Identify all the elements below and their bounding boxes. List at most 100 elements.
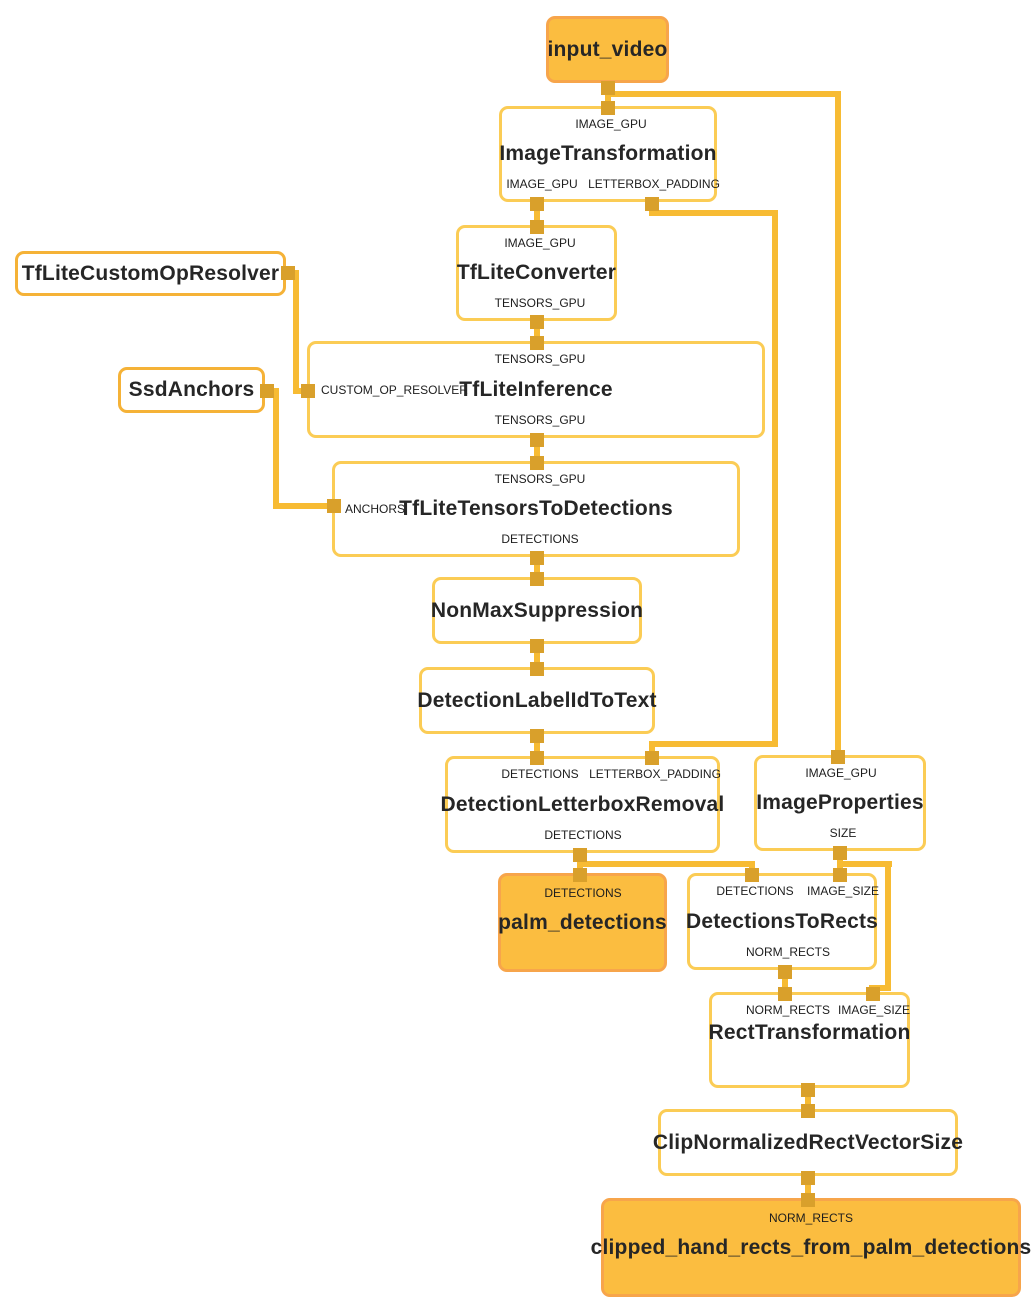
input-port-label: DETECTIONS bbox=[716, 884, 794, 898]
port-nms-in bbox=[530, 572, 544, 586]
node-detections-to-rects[interactable]: DETECTIONS IMAGE_SIZE DetectionsToRects … bbox=[685, 873, 880, 970]
node-ssd-anchors[interactable]: SsdAnchors bbox=[118, 367, 265, 413]
port-image-transformation-out-letterbox-padding bbox=[645, 197, 659, 211]
node-palm-detections[interactable]: DETECTIONS palm_detections bbox=[498, 873, 667, 972]
port-tensors-to-detections-in-anchors bbox=[327, 499, 341, 513]
port-tflite-inference-in-resolver bbox=[301, 384, 315, 398]
node-title: RectTransformation bbox=[708, 1020, 911, 1044]
edge-ssd-anchors-v bbox=[273, 388, 279, 509]
node-tflite-converter[interactable]: IMAGE_GPU TfLiteConverter TENSORS_GPU bbox=[456, 225, 617, 321]
port-image-transformation-out-image-gpu bbox=[530, 197, 544, 211]
edge-detections-to-rects-to-rect-transformation bbox=[782, 970, 788, 996]
port-tflite-converter-out bbox=[530, 315, 544, 329]
port-letterbox-removal-in-letterbox-padding bbox=[645, 751, 659, 765]
port-detections-to-rects-out bbox=[778, 965, 792, 979]
input-port-label: IMAGE_GPU bbox=[504, 236, 576, 250]
port-tflite-inference-out bbox=[530, 433, 544, 447]
edge-tflite-converter-to-tflite-inference bbox=[534, 321, 540, 345]
node-clipped-hand-rects-from-palm-detections[interactable]: NORM_RECTS clipped_hand_rects_from_palm_… bbox=[591, 1198, 1031, 1297]
input-port-label: ANCHORS bbox=[345, 502, 406, 516]
port-tensors-to-detections-in-tensors bbox=[530, 456, 544, 470]
port-clipped-hand-rects-in bbox=[801, 1193, 815, 1207]
node-tflite-inference[interactable]: TENSORS_GPU CUSTOM_OP_RESOLVER TfLiteInf… bbox=[307, 341, 765, 438]
port-tflite-converter-in bbox=[530, 220, 544, 234]
input-port-label: IMAGE_SIZE bbox=[837, 1003, 911, 1017]
node-title: input_video bbox=[547, 37, 668, 61]
node-title: palm_detections bbox=[498, 910, 667, 934]
input-port-label: NORM_RECTS bbox=[768, 1211, 854, 1225]
port-label-id-to-text-in bbox=[530, 662, 544, 676]
node-image-transformation[interactable]: IMAGE_GPU ImageTransformation IMAGE_GPU … bbox=[499, 106, 720, 202]
input-port-label: IMAGE_SIZE bbox=[806, 884, 880, 898]
node-title: ClipNormalizedRectVectorSize bbox=[652, 1130, 964, 1154]
input-port-label: TENSORS_GPU bbox=[494, 352, 586, 366]
port-image-properties-out bbox=[833, 846, 847, 860]
node-title: ImageTransformation bbox=[499, 142, 717, 165]
node-title: NonMaxSuppression bbox=[430, 598, 644, 622]
node-detection-label-id-to-text[interactable]: DetectionLabelIdToText bbox=[417, 667, 657, 734]
edge-size-to-rect-transformation-h bbox=[869, 985, 891, 991]
node-tflite-tensors-to-detections[interactable]: TENSORS_GPU ANCHORS TfLiteTensorsToDetec… bbox=[332, 461, 740, 557]
edge-clip-to-clipped-hand-rects bbox=[805, 1176, 811, 1202]
port-detections-to-rects-in-detections bbox=[745, 868, 759, 882]
port-rect-transformation-out bbox=[801, 1083, 815, 1097]
node-title: ImageProperties bbox=[756, 791, 924, 814]
edge-image-transformation-to-tflite-converter bbox=[534, 203, 540, 229]
input-port-label: DETECTIONS bbox=[501, 767, 579, 781]
node-title: SsdAnchors bbox=[128, 378, 255, 401]
edge-letterbox-padding-v2 bbox=[772, 210, 778, 747]
edge-letterbox-padding-h2 bbox=[649, 741, 778, 747]
output-port-label: TENSORS_GPU bbox=[494, 413, 586, 427]
edge-input-video-to-image-properties-h bbox=[605, 91, 841, 97]
port-custom-op-resolver-out bbox=[281, 266, 295, 280]
edge-label-id-to-text-to-letterbox-removal bbox=[534, 733, 540, 760]
input-port-label: TENSORS_GPU bbox=[494, 472, 586, 486]
edge-rect-transformation-to-clip bbox=[805, 1088, 811, 1113]
edge-letterbox-padding-v3 bbox=[649, 741, 655, 759]
port-label-id-to-text-out bbox=[530, 729, 544, 743]
port-clip-in bbox=[801, 1104, 815, 1118]
node-title: clipped_hand_rects_from_palm_detections bbox=[590, 1235, 1032, 1259]
node-title: DetectionsToRects bbox=[685, 909, 879, 933]
output-port-label: DETECTIONS bbox=[544, 828, 622, 842]
node-rect-transformation[interactable]: NORM_RECTS IMAGE_SIZE RectTransformation bbox=[709, 992, 910, 1088]
edge-detections-fork-h bbox=[577, 861, 755, 867]
output-port-label: LETTERBOX_PADDING bbox=[588, 177, 720, 191]
node-title: TfLiteCustomOpResolver bbox=[21, 261, 280, 285]
port-rect-transformation-in-image-size bbox=[866, 987, 880, 1001]
port-letterbox-removal-out bbox=[573, 848, 587, 862]
node-title: TfLiteTensorsToDetections bbox=[399, 497, 673, 520]
output-port-label: TENSORS_GPU bbox=[494, 296, 586, 310]
input-port-label: LETTERBOX_PADDING bbox=[589, 767, 721, 781]
edge-size-fork-h bbox=[837, 861, 892, 867]
output-port-label: DETECTIONS bbox=[501, 532, 579, 546]
port-rect-transformation-in-norm-rects bbox=[778, 987, 792, 1001]
node-title: DetectionLabelIdToText bbox=[417, 688, 657, 712]
edge-tensors-to-detections-to-nms bbox=[534, 557, 540, 581]
node-non-max-suppression[interactable]: NonMaxSuppression bbox=[430, 577, 644, 644]
port-letterbox-removal-in-detections bbox=[530, 751, 544, 765]
edge-ssd-anchors-h2 bbox=[273, 503, 335, 509]
node-detection-letterbox-removal[interactable]: DETECTIONS LETTERBOX_PADDING DetectionLe… bbox=[441, 756, 724, 853]
node-tflite-custom-op-resolver[interactable]: TfLiteCustomOpResolver bbox=[15, 251, 286, 296]
node-image-properties[interactable]: IMAGE_GPU ImageProperties SIZE bbox=[754, 755, 926, 851]
input-port-label: NORM_RECTS bbox=[745, 1003, 831, 1017]
node-input-video[interactable]: input_video bbox=[546, 16, 669, 83]
input-port-label: CUSTOM_OP_RESOLVER bbox=[321, 382, 468, 397]
edge-letterbox-padding-h1 bbox=[649, 210, 778, 216]
port-image-properties-in bbox=[831, 750, 845, 764]
node-clip-normalized-rect-vector-size[interactable]: ClipNormalizedRectVectorSize bbox=[653, 1109, 963, 1176]
input-port-label: IMAGE_GPU bbox=[575, 117, 647, 131]
port-palm-detections-in bbox=[573, 868, 587, 882]
edge-input-video-to-image-properties-v bbox=[835, 91, 841, 757]
port-nms-out bbox=[530, 639, 544, 653]
port-tensors-to-detections-out bbox=[530, 551, 544, 565]
output-port-label: SIZE bbox=[829, 826, 857, 840]
port-clip-out bbox=[801, 1171, 815, 1185]
port-detections-to-rects-in-image-size bbox=[833, 868, 847, 882]
input-port-label: IMAGE_GPU bbox=[805, 766, 877, 780]
edge-custom-op-resolver-v bbox=[293, 270, 299, 394]
node-title: TfLiteConverter bbox=[456, 261, 617, 284]
node-title: DetectionLetterboxRemoval bbox=[440, 792, 725, 816]
